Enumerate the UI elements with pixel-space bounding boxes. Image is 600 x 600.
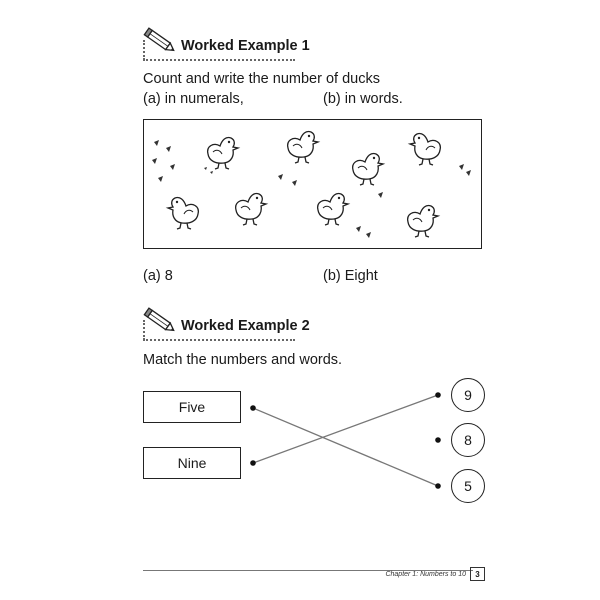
worked-example-2-title: Worked Example 2 — [181, 318, 310, 334]
duck-icon — [235, 192, 267, 226]
duck-icon — [207, 136, 239, 170]
example-1-answer-a: (a) 8 — [143, 268, 173, 284]
number-circle-9: 9 — [451, 378, 485, 412]
heading-2-dotted-underline — [143, 339, 295, 341]
dot-5 — [435, 483, 441, 489]
page-number: 3 — [470, 567, 485, 581]
match-line-five — [252, 407, 439, 487]
word-box-nine: Nine — [143, 447, 241, 479]
footer-chapter-label: Chapter 1: Numbers to 10 — [385, 571, 466, 578]
duck-icon — [407, 204, 439, 238]
duck-icon — [317, 192, 349, 226]
dot-nine — [250, 460, 256, 466]
worked-example-1-heading: Worked Example 1 — [143, 27, 310, 57]
example-1-instruction: Count and write the number of ducks — [143, 71, 380, 87]
example-1-answer-b: (b) Eight — [323, 268, 378, 284]
duck-icon — [167, 196, 199, 230]
dot-8 — [435, 437, 441, 443]
duck-icon — [287, 130, 319, 164]
heading-2-dotted-edge — [143, 320, 145, 340]
grass-marks — [152, 140, 471, 238]
duck-illustration-box — [143, 119, 482, 249]
heading-1-dotted-underline — [143, 59, 295, 61]
duck-icon — [409, 132, 441, 166]
heading-1-dotted-edge — [143, 40, 145, 60]
duck-illustration — [152, 130, 471, 238]
pencil-icon — [143, 307, 177, 335]
duck-icon — [352, 152, 384, 186]
example-2-instruction: Match the numbers and words. — [143, 352, 343, 368]
word-box-five: Five — [143, 391, 241, 423]
worked-example-1-title: Worked Example 1 — [181, 38, 310, 54]
footer-rule — [143, 570, 473, 571]
pencil-icon — [143, 27, 177, 55]
number-circle-5: 5 — [451, 469, 485, 503]
worked-example-2-heading: Worked Example 2 — [143, 307, 310, 337]
match-line-nine — [252, 394, 439, 464]
example-1-part-b: (b) in words. — [323, 91, 403, 107]
dot-five — [250, 405, 256, 411]
example-1-part-a: (a) in numerals, — [143, 91, 244, 107]
dot-9 — [435, 392, 441, 398]
number-circle-8: 8 — [451, 423, 485, 457]
